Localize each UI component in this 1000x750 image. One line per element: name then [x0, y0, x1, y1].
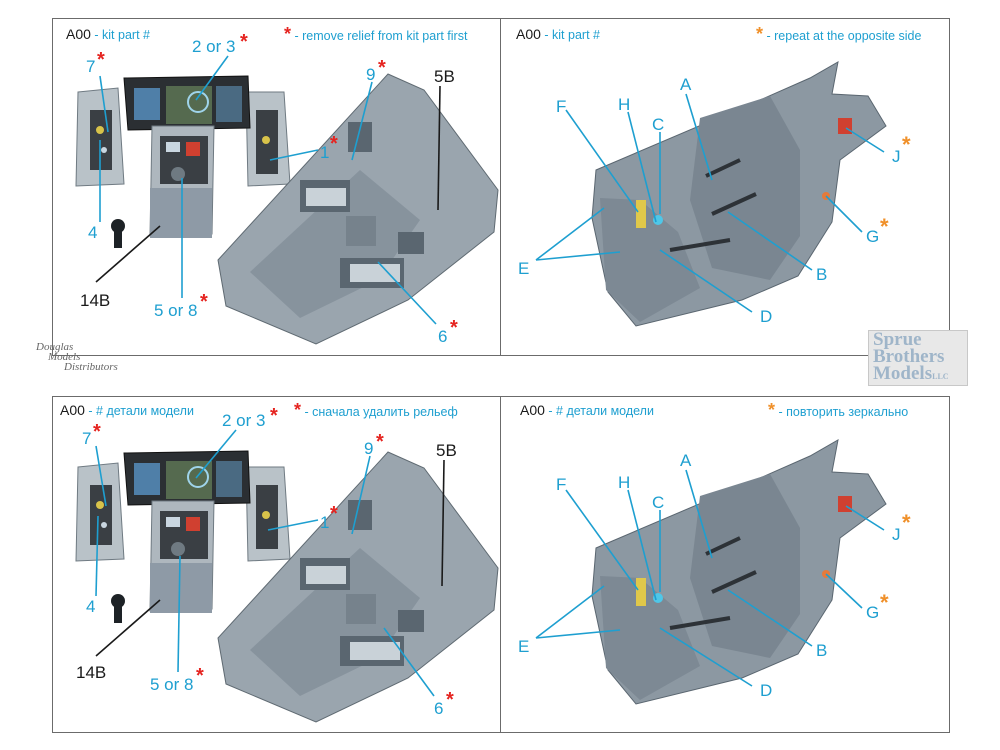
label-5B: 5B [434, 67, 455, 86]
label-G: G [866, 227, 879, 246]
label-2-or-3: 2 or 3 [192, 37, 235, 56]
label-F-ru: F [556, 475, 566, 494]
label-C: C [652, 115, 664, 134]
asterisk-G: * [880, 214, 889, 239]
label-C-ru: C [652, 493, 664, 512]
header-top-right: A00 - kit part # [516, 26, 600, 42]
label-9: 9 [366, 65, 375, 84]
header-top-left: A00 - kit part # [66, 26, 150, 42]
label-14B-ru: 14B [76, 663, 106, 682]
label-6: 6 [438, 327, 447, 346]
label-1: 1 [320, 143, 329, 162]
label-2-or-3-ru: 2 or 3 [222, 411, 265, 430]
label-5B-ru: 5B [436, 441, 457, 460]
label-5-or-8: 5 or 8 [154, 301, 197, 320]
label-E-ru: E [518, 637, 529, 656]
asterisk-9: * [378, 57, 386, 79]
asterisk-G-ru: * [880, 590, 889, 615]
header-top-right-note: * - repeat at the opposite side [756, 24, 922, 44]
asterisk-2-or-3-ru: * [270, 405, 278, 427]
asterisk-5-or-8: * [200, 291, 208, 313]
asterisk-J-ru: * [902, 510, 911, 535]
header-top-left-note: * - remove relief from kit part first [284, 24, 468, 44]
header-bottom-right-note: * - повторить зеркально [768, 400, 909, 420]
header-bottom-left: A00 - # детали модели [60, 402, 194, 418]
label-B-ru: B [816, 641, 827, 660]
label-H-ru: H [618, 473, 630, 492]
label-H: H [618, 95, 630, 114]
label-D-ru: D [760, 681, 772, 700]
leader-lines-bottom-right [535, 469, 885, 687]
label-6-ru: 6 [434, 699, 443, 718]
header-bottom-right: A00 - # детали модели [520, 402, 654, 418]
asterisk-9-ru: * [376, 431, 384, 453]
ejection-seat-diagram [590, 60, 888, 328]
label-4-ru: 4 [86, 597, 95, 616]
asterisk-7: * [97, 49, 105, 71]
label-9-ru: 9 [364, 439, 373, 458]
ejection-seat-diagram-ru [590, 438, 888, 706]
label-E: E [518, 259, 529, 278]
label-7: 7 [86, 57, 95, 76]
label-1-ru: 1 [320, 513, 329, 532]
asterisk-1-ru: * [330, 503, 338, 525]
label-B: B [816, 265, 827, 284]
asterisk-5-or-8-ru: * [196, 665, 204, 687]
header-bottom-left-note: * - сначала удалить рельеф [294, 400, 458, 420]
label-D: D [760, 307, 772, 326]
asterisk-2-or-3: * [240, 31, 248, 53]
label-7-ru: 7 [82, 429, 91, 448]
leader-lines-bottom-left [95, 429, 435, 697]
asterisk-7-ru: * [93, 421, 101, 443]
asterisk-6-ru: * [446, 689, 454, 711]
leader-lines-top-left [99, 55, 437, 325]
leader-lines-top-right [535, 93, 885, 313]
label-5-or-8-ru: 5 or 8 [150, 675, 193, 694]
asterisk-J: * [902, 132, 911, 157]
label-A-ru: A [680, 451, 692, 470]
asterisk-1: * [330, 133, 338, 155]
label-4: 4 [88, 223, 97, 242]
label-F: F [556, 97, 566, 116]
sprue-brothers-logo: Sprue Brothers ModelsLLC [868, 330, 968, 386]
label-14B: 14B [80, 291, 110, 310]
label-G-ru: G [866, 603, 879, 622]
label-J: J [892, 147, 901, 166]
label-A: A [680, 75, 692, 94]
label-J-ru: J [892, 525, 901, 544]
douglas-models-logo: Douglas Models Distributors [36, 341, 118, 373]
asterisk-6: * [450, 317, 458, 339]
